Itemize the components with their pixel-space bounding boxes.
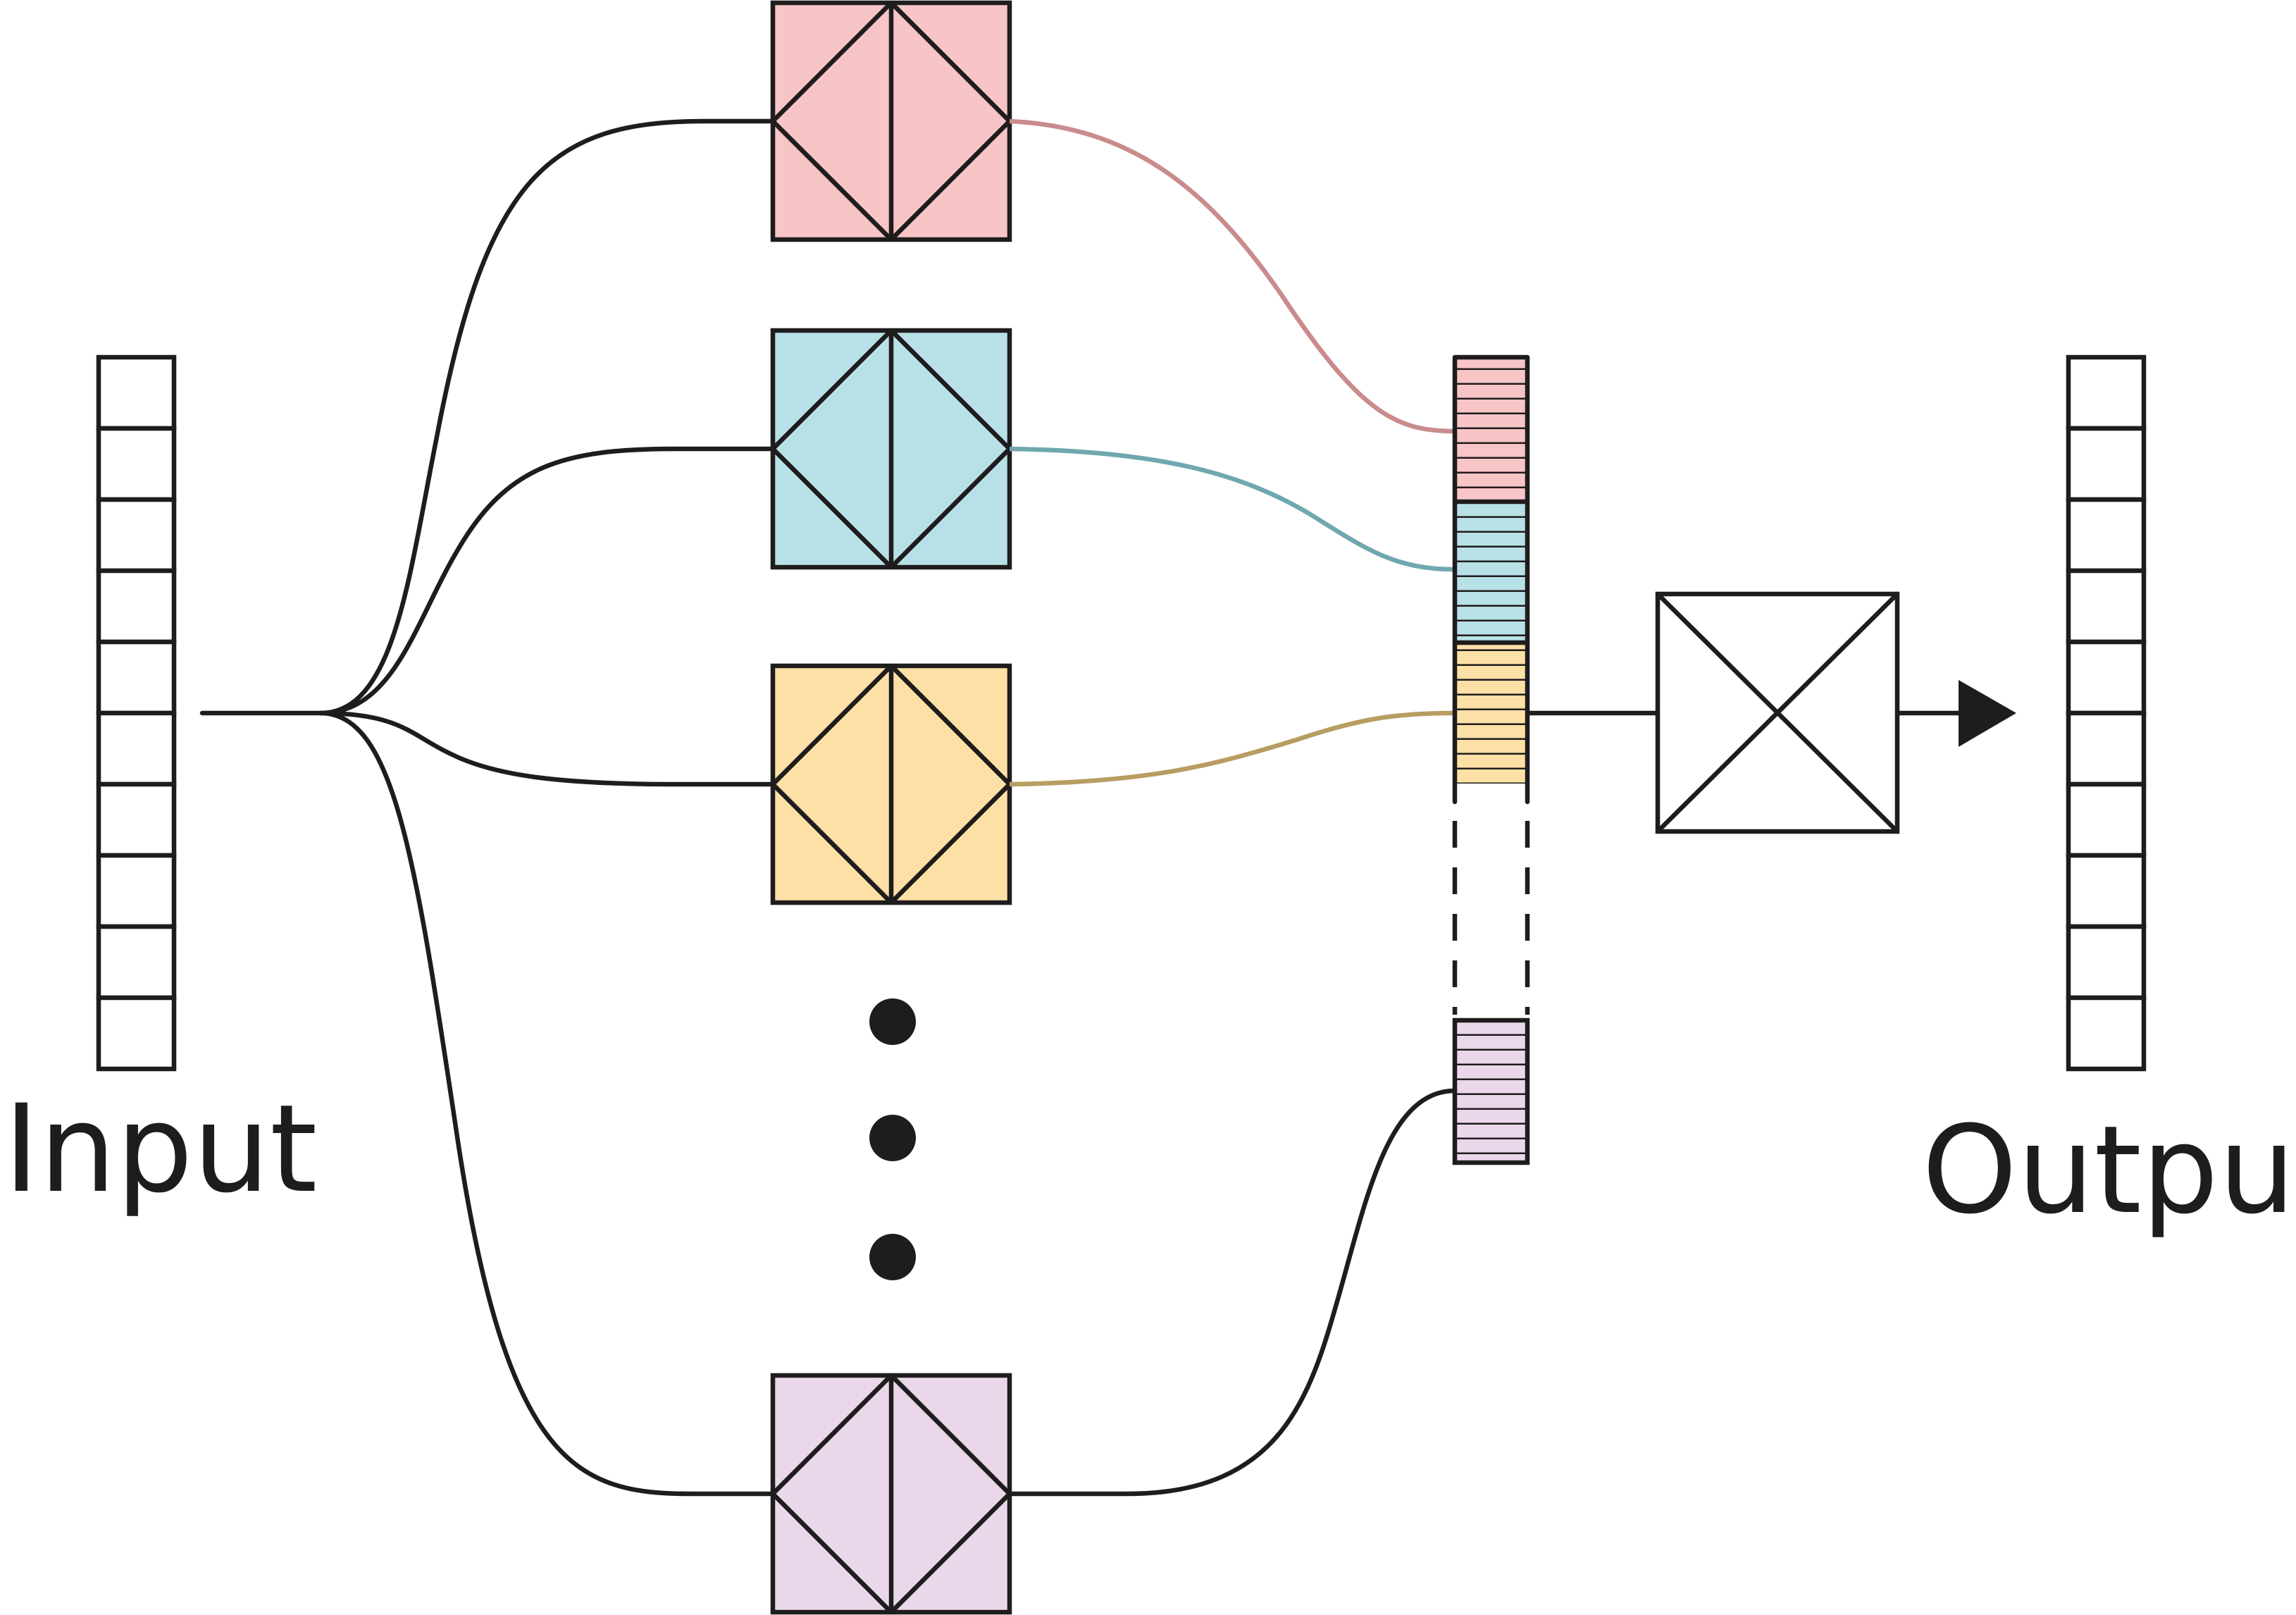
ellipsis-dot xyxy=(869,1115,916,1161)
branch-block-1 xyxy=(770,0,1012,242)
input-cell xyxy=(96,497,177,574)
branch-block-3 xyxy=(770,663,1012,905)
branch-block-2 xyxy=(770,328,1012,570)
input-cell xyxy=(96,924,177,1001)
branch-link-3 xyxy=(1009,710,1456,787)
output-cell xyxy=(2066,710,2147,787)
branch-link-1 xyxy=(1009,118,1456,434)
input-cell xyxy=(96,426,177,502)
output-vector xyxy=(2066,354,2147,1072)
branch-block-4 xyxy=(770,1373,1012,1615)
input-cell xyxy=(96,710,177,787)
input-cell xyxy=(96,354,177,431)
ellipsis-dot xyxy=(869,998,916,1045)
concat-segment-blue xyxy=(1455,502,1527,643)
output-cell xyxy=(2066,568,2147,645)
output-cell xyxy=(2066,853,2147,929)
input-cell xyxy=(96,853,177,929)
output-cell xyxy=(2066,497,2147,574)
fanout-curve-2 xyxy=(318,446,776,716)
x-icon-stroke xyxy=(1655,591,1900,834)
input-vector xyxy=(96,354,177,1072)
input-label: Input xyxy=(4,1078,317,1220)
concatenated-vector xyxy=(1452,354,1530,1165)
fanout-curve-1 xyxy=(318,118,776,716)
arrow-head-icon xyxy=(1959,680,2016,747)
input-fanout xyxy=(199,118,776,1497)
branch-link-4 xyxy=(1007,1088,1458,1497)
output-cell xyxy=(2066,354,2147,431)
fanout-curve-4 xyxy=(318,710,776,1497)
input-cell xyxy=(96,568,177,645)
concat-vector-outline xyxy=(1452,354,1530,805)
output-cell xyxy=(2066,924,2147,1001)
output-cell xyxy=(2066,426,2147,502)
concat-segment-pink xyxy=(1455,357,1527,502)
input-cell xyxy=(96,995,177,1072)
concat-segment-yellow xyxy=(1455,643,1527,784)
final-block xyxy=(1655,591,1900,834)
branch-link-2 xyxy=(1009,446,1456,572)
branch-output-links xyxy=(1007,118,1458,1497)
output-cell xyxy=(2066,781,2147,858)
vertical-ellipsis-icon xyxy=(869,998,916,1280)
output-label: Output xyxy=(1922,1099,2296,1241)
output-cell xyxy=(2066,639,2147,716)
output-cell xyxy=(2066,995,2147,1072)
concat-segment-lilac xyxy=(1452,1017,1530,1165)
ellipsis-dot xyxy=(869,1234,916,1280)
fanout-curve-3 xyxy=(318,710,776,787)
input-cell xyxy=(96,639,177,716)
input-cell xyxy=(96,781,177,858)
